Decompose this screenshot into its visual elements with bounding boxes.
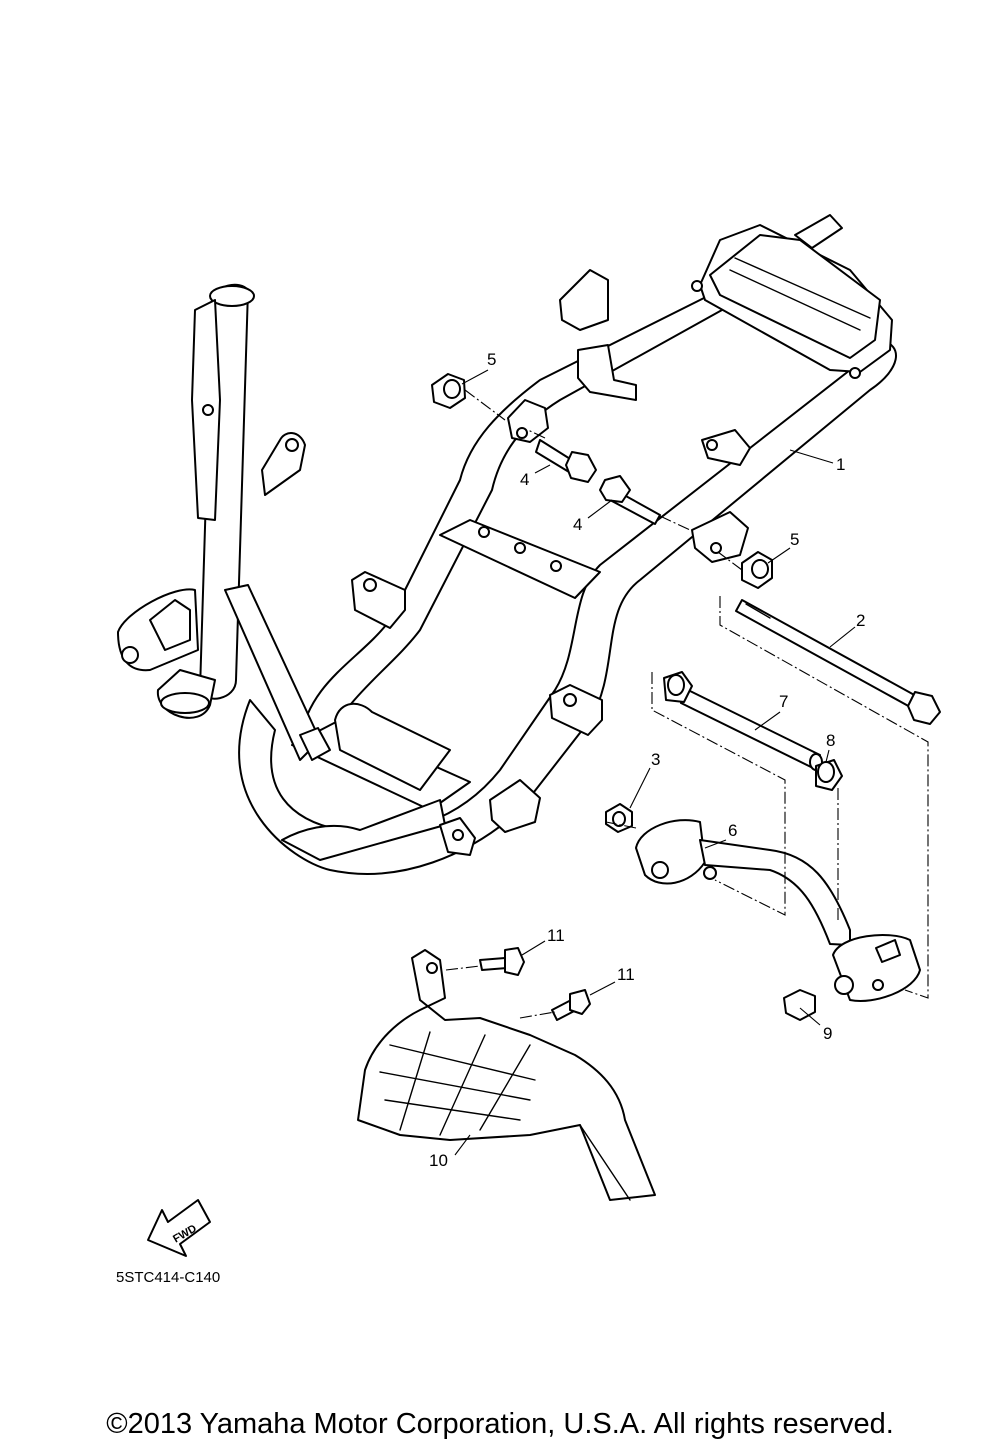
callout-9: 9 [823,1024,832,1043]
drawing-code: 5STC414-C140 [116,1269,220,1286]
long-bolt-part-2 [735,599,941,725]
rear-bracket [691,214,893,379]
engine-mount-part-6 [635,819,921,1002]
frame-assembly [238,284,897,875]
fwd-arrow-icon: FWD [147,1199,211,1257]
collar-part-7 [680,689,823,771]
nut-part-3 [605,803,633,833]
bolt-part-11 [479,947,591,1021]
callout-5b: 5 [790,530,799,549]
callout-2: 2 [856,611,865,630]
callout-8: 8 [826,731,835,750]
bush-parts [663,671,843,791]
nut-part-5 [431,373,773,589]
callout-11a: 11 [547,926,565,945]
protector-part-10 [357,949,656,1201]
callout-labels: 1 2 3 4 4 5 5 6 7 8 9 10 11 11 [429,350,865,1170]
head-pipe [117,283,321,761]
callout-1: 1 [836,455,845,474]
callout-4a: 4 [520,470,529,489]
callout-11b: 11 [617,965,635,984]
callout-10: 10 [429,1151,448,1170]
callout-4b: 4 [573,515,582,534]
callout-6: 6 [728,821,737,840]
copyright-notice: ©2013 Yamaha Motor Corporation, U.S.A. A… [106,1408,894,1440]
callout-7: 7 [779,692,788,711]
alignment-lines [445,389,929,1019]
damper-part-9 [783,989,816,1021]
frame-brackets [299,269,751,856]
leader-lines [454,369,856,1156]
callout-3: 3 [651,750,660,769]
callout-5a: 5 [487,350,496,369]
bolt-part-4 [535,439,661,525]
